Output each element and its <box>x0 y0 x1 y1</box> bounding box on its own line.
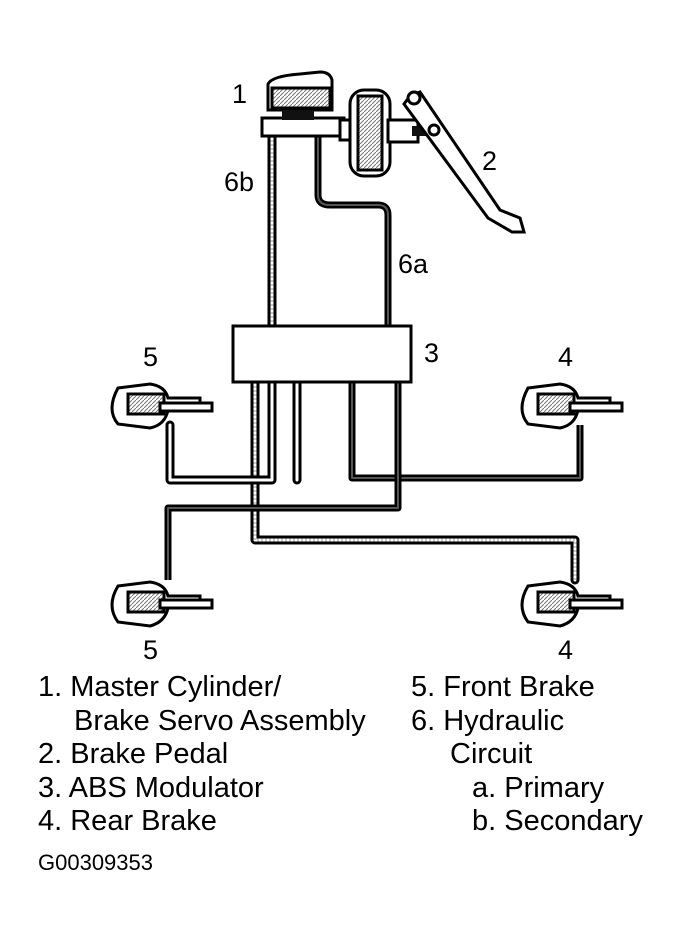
legend-item-abs-modulator: 3. ABS Modulator <box>38 771 264 804</box>
legend-item-brake-pedal: 2. Brake Pedal <box>38 738 229 770</box>
callout-5-top: 5 <box>143 342 158 372</box>
callout-3: 3 <box>424 338 439 368</box>
secondary-circuit-lines <box>165 127 580 585</box>
legend-item-rear-brake: 4. Rear Brake <box>38 805 217 837</box>
callout-1: 1 <box>232 79 247 109</box>
abs-modulator <box>231 324 413 384</box>
legend-right: 5. Front Brake 6. Hydraulic Circuit a. P… <box>411 671 643 839</box>
legend-item-master-cylinder-cont: Brake Servo Assembly <box>74 704 366 737</box>
callout-6a: 6a <box>398 249 429 279</box>
legend-item-hydraulic: 6. Hydraulic <box>411 704 565 737</box>
master-cylinder-assembly <box>260 70 440 178</box>
front-brake-bottom-left <box>110 580 214 628</box>
legend-item-front-brake: 5. Front Brake <box>411 671 595 703</box>
brake-pedal <box>402 90 526 234</box>
callout-4-top: 4 <box>558 342 573 372</box>
callout-4-bottom: 4 <box>558 635 573 660</box>
callout-6b: 6b <box>224 167 254 197</box>
rear-brake-bottom-right <box>520 580 624 628</box>
legend-item-master-cylinder: 1. Master Cylinder/ <box>38 671 282 703</box>
callout-2: 2 <box>482 146 497 176</box>
legend-item-primary: a. Primary <box>472 771 605 804</box>
callout-5-bottom: 5 <box>143 635 158 660</box>
legend-item-secondary: b. Secondary <box>472 805 643 837</box>
brake-system-diagram: 1 2 6b 6a 3 5 4 5 4 <box>110 70 624 660</box>
figure-id: G00309353 <box>38 850 153 875</box>
rear-brake-top-right <box>520 382 624 430</box>
front-brake-top-left <box>110 382 214 430</box>
legend-item-circuit: Circuit <box>450 738 533 770</box>
legend-left: 1. Master Cylinder/ Brake Servo Assembly… <box>38 671 366 839</box>
primary-circuit-lines <box>164 128 584 580</box>
